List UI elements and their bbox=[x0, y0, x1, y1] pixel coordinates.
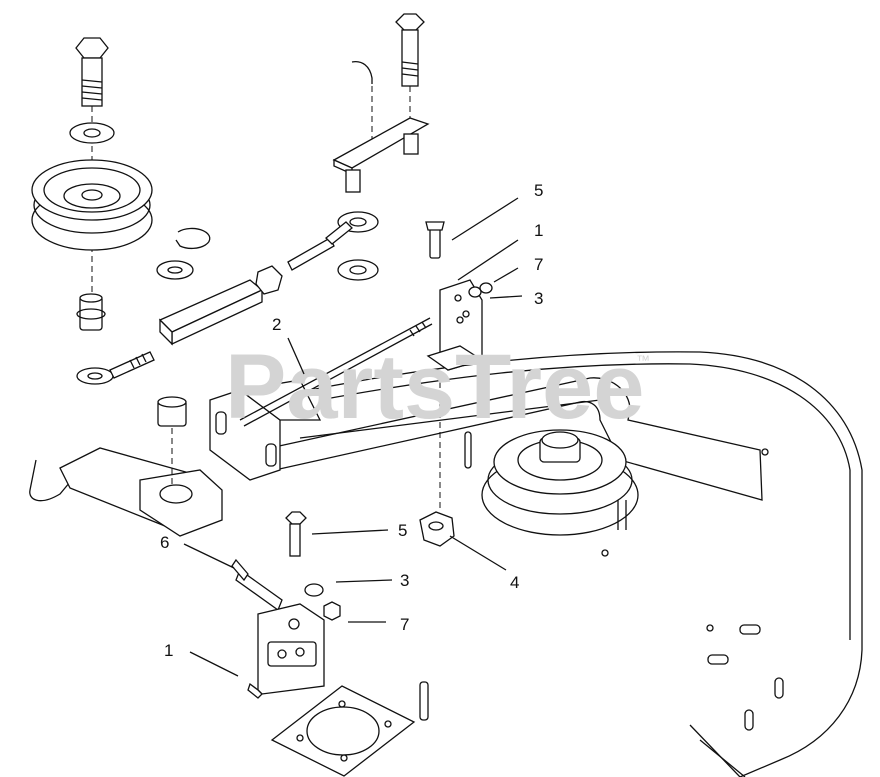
lower-angle-bracket bbox=[247, 603, 325, 699]
lever-assembly bbox=[29, 396, 283, 612]
watermark-trademark: ™ bbox=[636, 352, 650, 368]
deck-pulley bbox=[481, 429, 639, 536]
mounting-plate bbox=[270, 685, 416, 777]
callout-leaders bbox=[183, 197, 523, 677]
callout-6: 6 bbox=[160, 533, 169, 552]
callout-1-lower: 1 bbox=[164, 641, 173, 660]
lower-fastener-stack bbox=[285, 511, 341, 621]
watermark-text: PartsTree bbox=[225, 336, 644, 438]
washers bbox=[156, 227, 379, 281]
belt-guard bbox=[269, 377, 763, 501]
callout-7-lower: 7 bbox=[400, 615, 409, 634]
watermark: PartsTree ™ bbox=[225, 336, 650, 438]
upper-angle-bracket bbox=[419, 221, 493, 547]
upper-link-assembly bbox=[332, 13, 430, 193]
upper-pulley-assembly bbox=[31, 37, 153, 305]
callout-3-lower: 3 bbox=[400, 571, 409, 590]
callout-1-upper: 1 bbox=[534, 221, 543, 240]
control-rod bbox=[239, 317, 433, 427]
spacer-and-eyebolt bbox=[76, 293, 155, 385]
callout-2: 2 bbox=[272, 315, 281, 334]
adjuster-tube bbox=[158, 211, 379, 346]
callout-3-upper: 3 bbox=[534, 289, 543, 308]
callout-5-lower: 5 bbox=[398, 521, 407, 540]
callout-5-upper: 5 bbox=[534, 181, 543, 200]
deck-holes bbox=[419, 431, 784, 731]
idler-bracket bbox=[209, 379, 322, 481]
callout-7-upper: 7 bbox=[534, 255, 543, 274]
callout-4: 4 bbox=[510, 573, 519, 592]
callout-numbers: 5 1 7 3 2 5 3 6 7 4 1 bbox=[160, 181, 543, 660]
